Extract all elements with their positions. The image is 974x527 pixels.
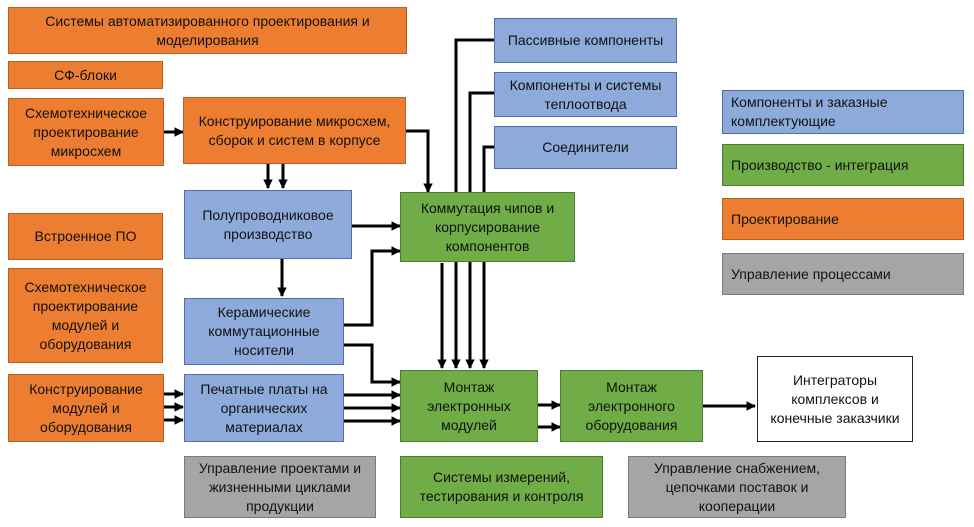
arrow-connectors-to-module-assembly bbox=[479, 145, 494, 369]
legend-production: Производство - интеграция bbox=[722, 144, 964, 186]
connectors-box: Соединители bbox=[494, 126, 677, 169]
schematic-ic-design-box: Схемотехническое проектирование микросхе… bbox=[8, 98, 164, 166]
ceramic-carriers-box: Керамические коммутационные носители bbox=[184, 298, 344, 365]
arrow-design-ic-to-chip-switching bbox=[406, 129, 433, 193]
organic-pcb-box: Печатные платы на органических материала… bbox=[184, 374, 344, 442]
sf-blocks-box: СФ-блоки bbox=[8, 61, 163, 89]
schematic-modules-design-box: Схемотехническое проектирование модулей … bbox=[8, 268, 163, 363]
integrators-customers-box: Интеграторы комплексов и конечные заказч… bbox=[757, 356, 913, 442]
passive-components-box: Пассивные компоненты bbox=[494, 18, 677, 63]
semiconductor-production-box: Полупроводниковое производство bbox=[184, 190, 352, 259]
measurement-testing-systems-box: Системы измерений, тестирования и контро… bbox=[400, 456, 603, 518]
arrow-ceramic-to-module-assembly bbox=[344, 343, 401, 387]
ic-package-design-box: Конструирование микросхем, сборок и сист… bbox=[183, 97, 406, 164]
arrow-thermal-to-module-assembly bbox=[465, 91, 494, 369]
arrow-ceramic-to-chip-switching bbox=[344, 246, 401, 327]
embedded-software-box: Встроенное ПО bbox=[8, 213, 163, 260]
legend-process-management: Управление процессами bbox=[722, 253, 964, 295]
supply-chain-management-box: Управление снабжением, цепочками поставо… bbox=[628, 456, 846, 518]
legend-design: Проектирование bbox=[722, 198, 964, 240]
cad-systems-box: Системы автоматизированного проектирован… bbox=[8, 7, 407, 54]
chip-switching-packaging-box: Коммутация чипов и корпусирование компон… bbox=[400, 192, 575, 262]
thermal-components-box: Компоненты и системы теплоотвода bbox=[494, 72, 677, 117]
electronic-module-assembly-box: Монтаж электронных модулей bbox=[400, 370, 538, 442]
project-lifecycle-management-box: Управление проектами и жизненными циклам… bbox=[184, 456, 376, 518]
electronic-equipment-assembly-box: Монтаж электронного оборудования bbox=[560, 370, 703, 442]
legend-components: Компоненты и заказные комплектующие bbox=[722, 90, 964, 134]
modules-equipment-design-box: Конструирование модулей и оборудования bbox=[8, 374, 164, 442]
